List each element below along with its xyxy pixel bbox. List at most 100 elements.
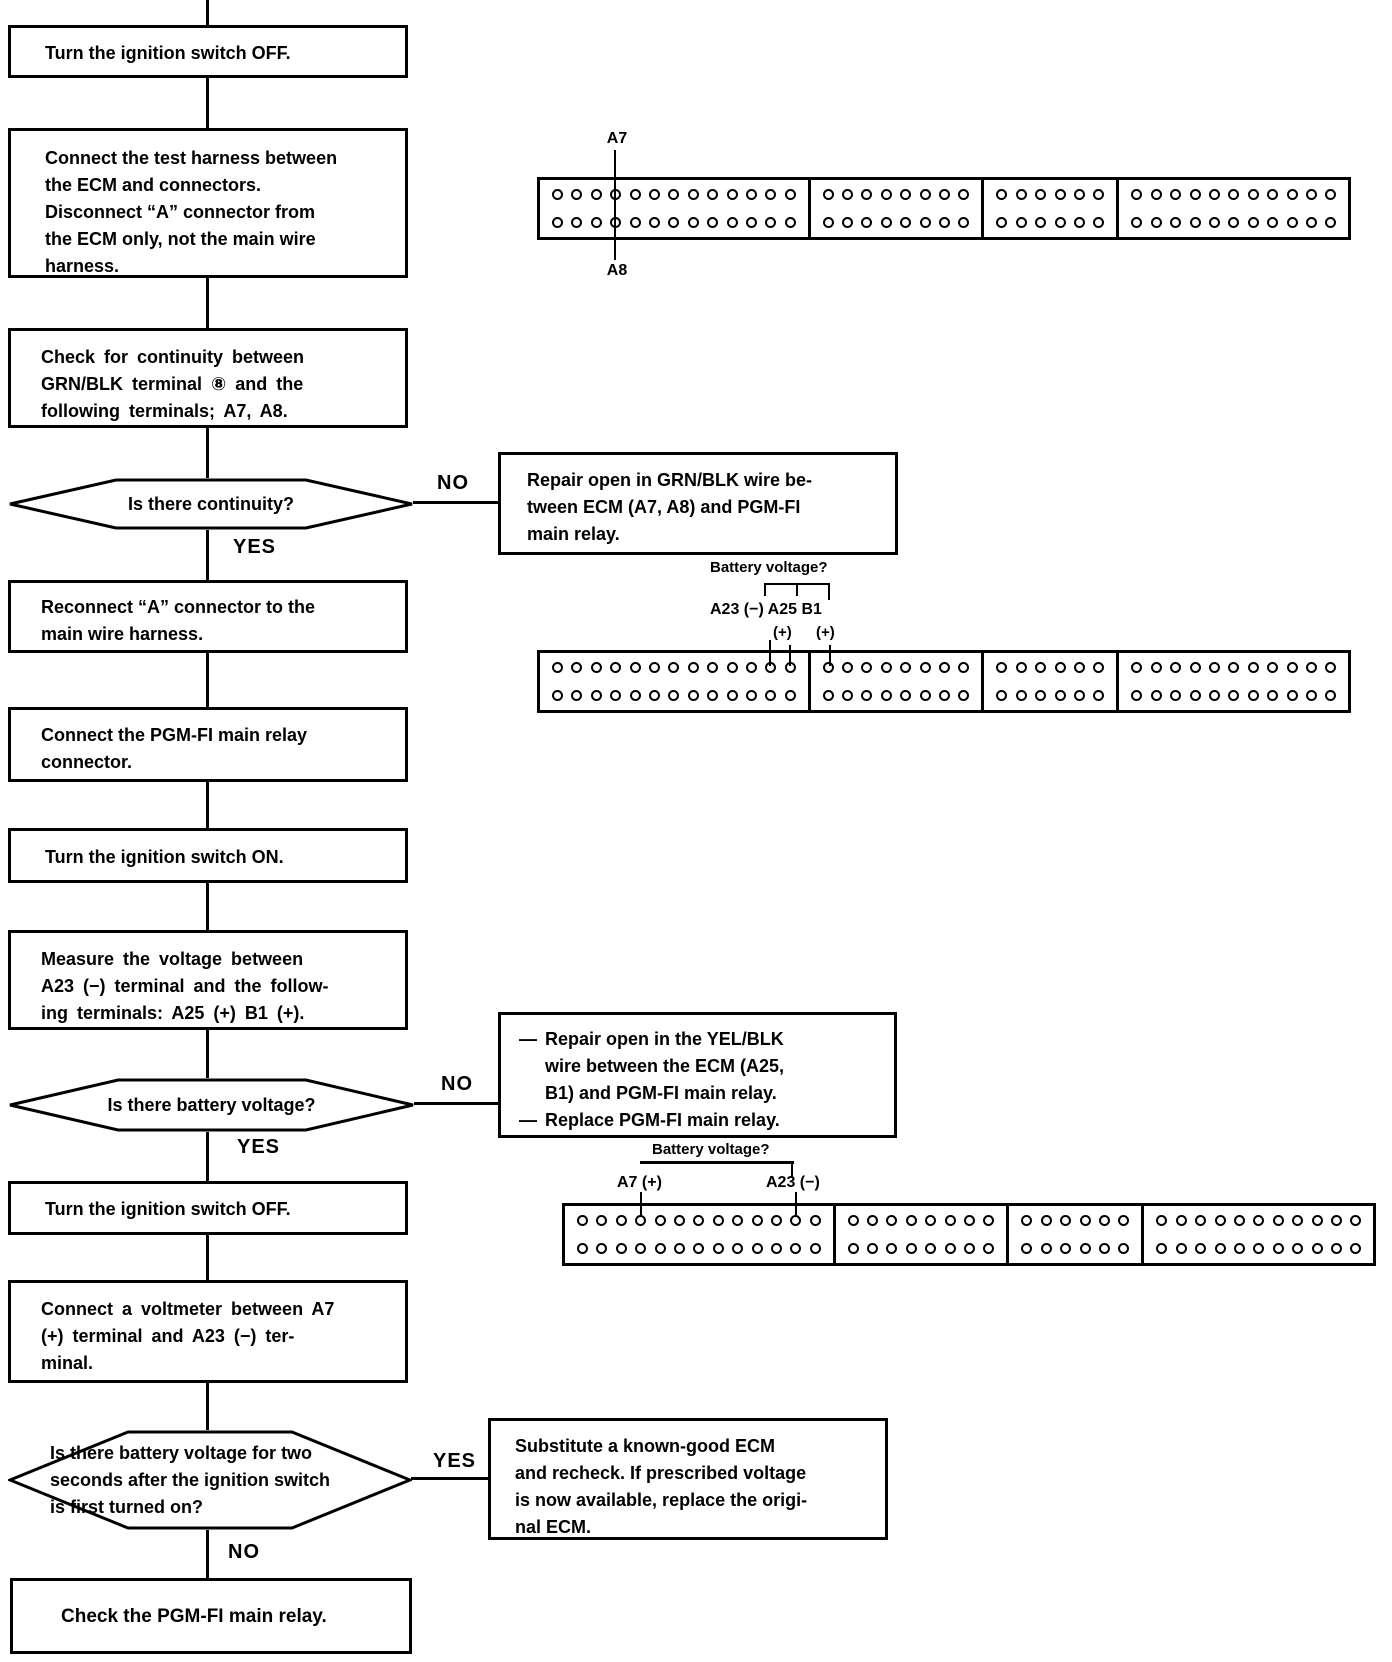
connector-pin <box>809 1215 821 1226</box>
connector-pin <box>1305 217 1317 228</box>
flow-line <box>206 78 209 128</box>
connector-pin <box>880 690 892 701</box>
connector-pin <box>958 217 970 228</box>
connector-pin <box>1195 1243 1207 1254</box>
connector-pin <box>1247 189 1259 200</box>
connector-pin <box>958 662 970 673</box>
flow-line <box>206 1235 209 1280</box>
connector-pin <box>596 1243 608 1254</box>
connector-pin <box>1292 1215 1304 1226</box>
step-box-connect-main-relay: Connect the PGM-FI main relay connector. <box>8 707 408 782</box>
connector-pin <box>1253 1215 1265 1226</box>
step-text: Check the PGM-FI main relay. <box>61 1606 327 1627</box>
connector-pin <box>842 690 854 701</box>
dash-bullet: — <box>519 1110 537 1130</box>
flow-line <box>206 1132 209 1181</box>
connector-pin <box>1272 1215 1284 1226</box>
connector-pin <box>1156 1215 1168 1226</box>
connector-section <box>1141 1203 1377 1266</box>
connector-pin <box>784 189 796 200</box>
connector-pin <box>668 690 680 701</box>
connector-pin <box>629 690 641 701</box>
connector-pin <box>596 1215 608 1226</box>
connector-pin <box>668 189 680 200</box>
connector-pin <box>707 189 719 200</box>
connector-pin <box>867 1243 879 1254</box>
connector-pin <box>809 1243 821 1254</box>
connector-pin <box>958 189 970 200</box>
connector-pin <box>905 1243 917 1254</box>
connector-pin <box>861 662 873 673</box>
connector-pin <box>648 217 660 228</box>
connector-pin <box>1079 1243 1091 1254</box>
flow-line <box>206 1383 209 1430</box>
connector-pin <box>552 662 563 673</box>
connector-pin <box>939 662 951 673</box>
pin-label-a8: A8 <box>606 262 628 279</box>
connector-pin <box>1170 662 1182 673</box>
decision-is-there-battery-voltage: Is there battery voltage? <box>8 1078 415 1132</box>
step-text: Check for continuity between GRN/BLK ter… <box>41 347 305 421</box>
ecm-connector-diagram-middle <box>537 650 1352 713</box>
connector-pin <box>1228 662 1240 673</box>
flow-line <box>206 278 209 328</box>
connector-pin <box>1150 662 1162 673</box>
connector-pin <box>996 189 1008 200</box>
connector-pin <box>880 662 892 673</box>
decision-text: Is there battery voltage for two seconds… <box>50 1442 331 1517</box>
connector-pin <box>629 217 641 228</box>
connector-pin <box>1093 217 1105 228</box>
connector-pin <box>1035 662 1047 673</box>
connector-pin <box>648 690 660 701</box>
step-text: Turn the ignition switch ON. <box>45 847 284 867</box>
connector-pin <box>726 217 738 228</box>
connector-pin <box>1350 1215 1362 1226</box>
connector-pin <box>1189 662 1201 673</box>
branch-label-yes-2: YES <box>237 1136 281 1158</box>
connector-pin <box>654 1215 666 1226</box>
connector-pin <box>765 189 777 200</box>
connector-pin <box>1247 662 1259 673</box>
step-box-ignition-off-1: Turn the ignition switch OFF. <box>8 25 408 78</box>
connector-pin <box>939 217 951 228</box>
connector-pin <box>847 1215 859 1226</box>
connector-pin <box>964 1215 976 1226</box>
connector-pin <box>861 690 873 701</box>
connector-pin <box>687 690 699 701</box>
decision-battery-voltage-two-seconds: Is there battery voltage for two seconds… <box>8 1430 412 1530</box>
connector-pin <box>1015 690 1027 701</box>
connector-pin <box>944 1215 956 1226</box>
connector-pin <box>1247 217 1259 228</box>
result-text: Substitute a known-good ECM and recheck.… <box>515 1436 808 1537</box>
connector-pin <box>822 189 834 200</box>
pin-leader-a7-a8 <box>614 150 616 260</box>
connector-pin <box>880 217 892 228</box>
branch-label-no-3: NO <box>228 1541 260 1563</box>
connector-pin <box>964 1243 976 1254</box>
connector-section <box>1006 1203 1145 1266</box>
connector-pin <box>996 662 1008 673</box>
connector-pin <box>1228 189 1240 200</box>
connector-pin <box>765 690 777 701</box>
connector-pin <box>1040 1215 1052 1226</box>
step-text: Reconnect “A” connector to the main wire… <box>41 597 316 644</box>
result-text: Repair open in GRN/BLK wire be- tween EC… <box>527 470 813 544</box>
connector-pin <box>673 1243 685 1254</box>
result-text: Repair open in the YEL/BLK wire between … <box>545 1029 785 1103</box>
battery-voltage-caption-bottom: Battery voltage? <box>652 1141 770 1158</box>
connector-section <box>807 177 985 240</box>
connector-pin <box>822 662 834 673</box>
connector-pin <box>1286 662 1298 673</box>
connector-pin <box>610 662 622 673</box>
connector-pin <box>900 662 912 673</box>
connector-pin <box>1175 1243 1187 1254</box>
result-box-repair-grnblk: Repair open in GRN/BLK wire be- tween EC… <box>498 452 898 555</box>
step-text: Connect a voltmeter between A7 (+) termi… <box>41 1299 335 1373</box>
step-text: Connect the test harness between the ECM… <box>45 148 338 276</box>
connector-pin <box>590 189 602 200</box>
pin-leader-a23 <box>769 640 771 666</box>
connector-pin <box>1286 690 1298 701</box>
connector-pin <box>635 1243 647 1254</box>
connector-pin <box>1150 690 1162 701</box>
connector-pin <box>1350 1243 1362 1254</box>
